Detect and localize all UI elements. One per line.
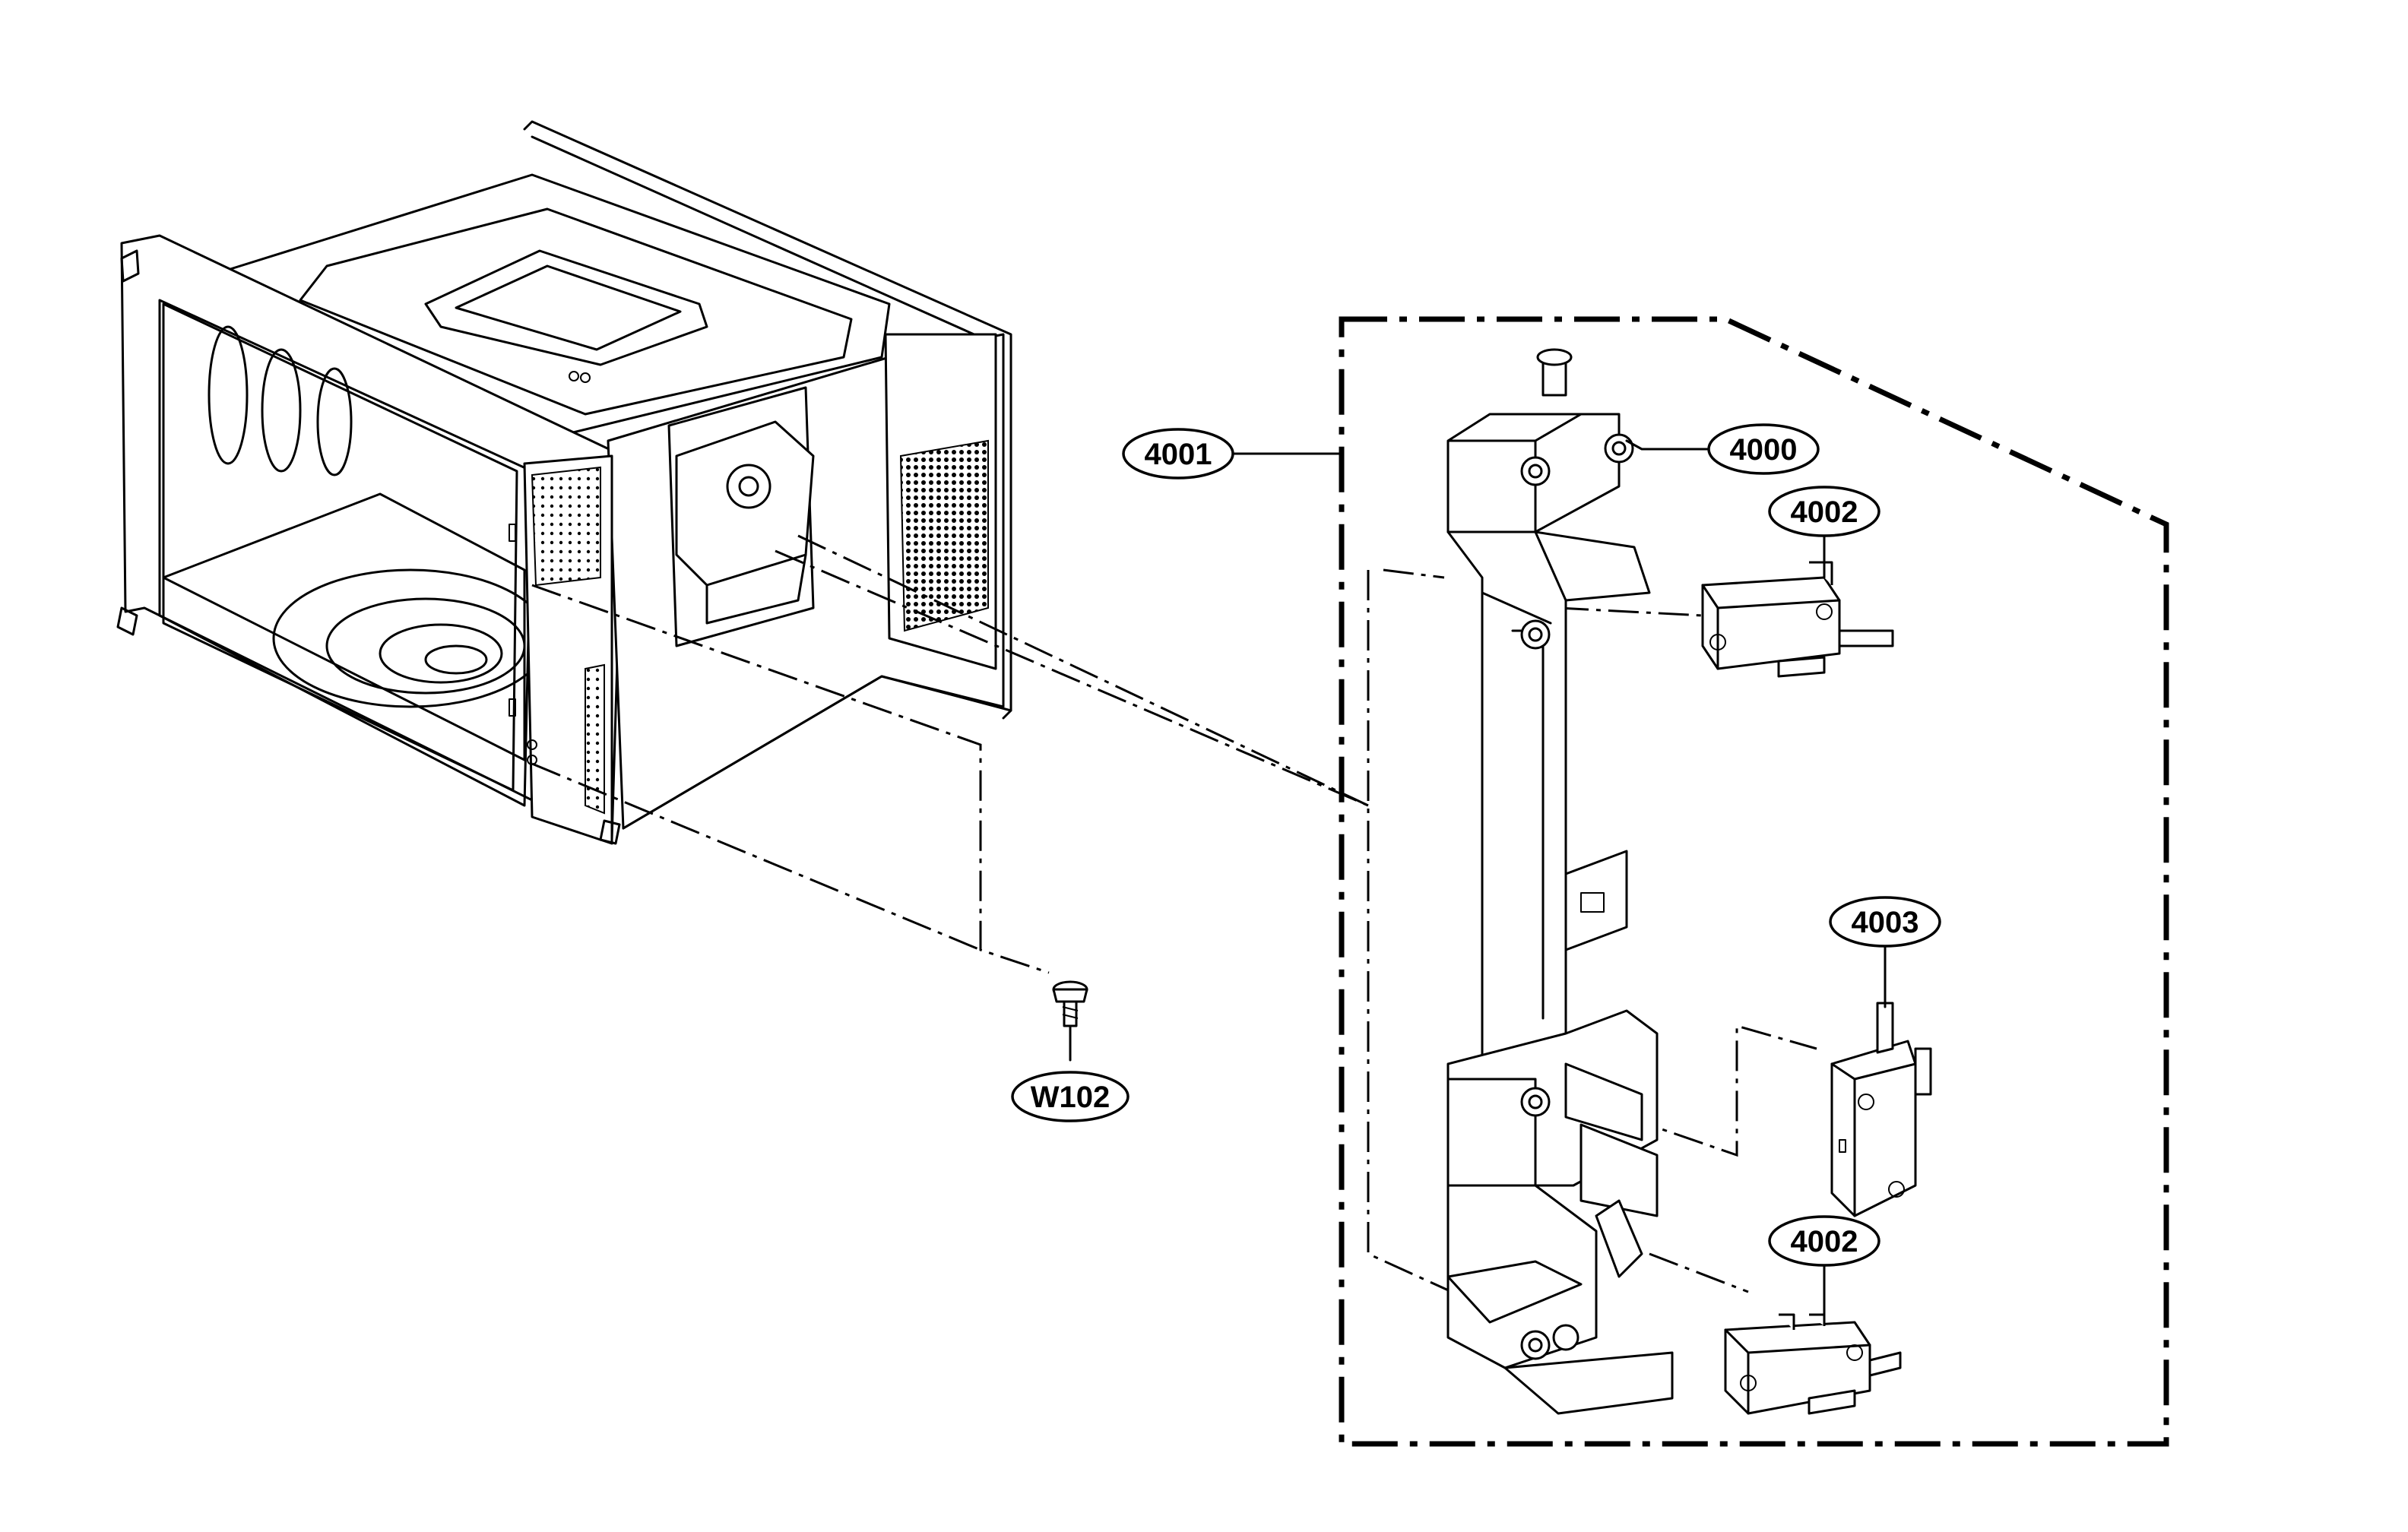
micro-switch-4002-bottom: [1724, 1313, 1902, 1415]
callout-4003: 4003: [1829, 896, 1941, 948]
screw-w102: [1052, 980, 1088, 1027]
callout-4002-top: 4002: [1768, 486, 1880, 537]
callout-4001-label: 4001: [1145, 438, 1212, 471]
callout-4002-bottom-label: 4002: [1791, 1225, 1858, 1258]
callout-4002-top-label: 4002: [1791, 495, 1858, 529]
callout-leaders: [1069, 439, 1887, 1324]
callout-4003-label: 4003: [1852, 906, 1919, 939]
callout-4002-bottom-bubble: [1768, 1215, 1880, 1267]
microwave-cavity-illustration: [116, 120, 1012, 845]
callout-w102-bubble: [1011, 1071, 1130, 1122]
callout-4001: 4001: [1122, 428, 1234, 480]
callout-4002-top-bubble: [1768, 486, 1880, 537]
callout-4001-bubble: [1122, 428, 1234, 480]
assembly-leader-lines: [531, 534, 1817, 1293]
callout-w102-label: W102: [1031, 1081, 1111, 1114]
callout-4000: 4000: [1707, 423, 1820, 475]
micro-switch-4003: [1830, 1002, 1932, 1217]
callout-4000-bubble: [1707, 423, 1820, 475]
latch-bracket-4000: [1446, 348, 1674, 1415]
micro-switch-4002-top: [1701, 561, 1894, 678]
callout-4003-bubble: [1829, 896, 1941, 948]
callout-w102: W102: [1011, 1071, 1130, 1122]
assembly-4001-boundary: [1339, 316, 2169, 1447]
callout-4000-label: 4000: [1730, 433, 1798, 467]
callout-4002-bottom: 4002: [1768, 1215, 1880, 1267]
